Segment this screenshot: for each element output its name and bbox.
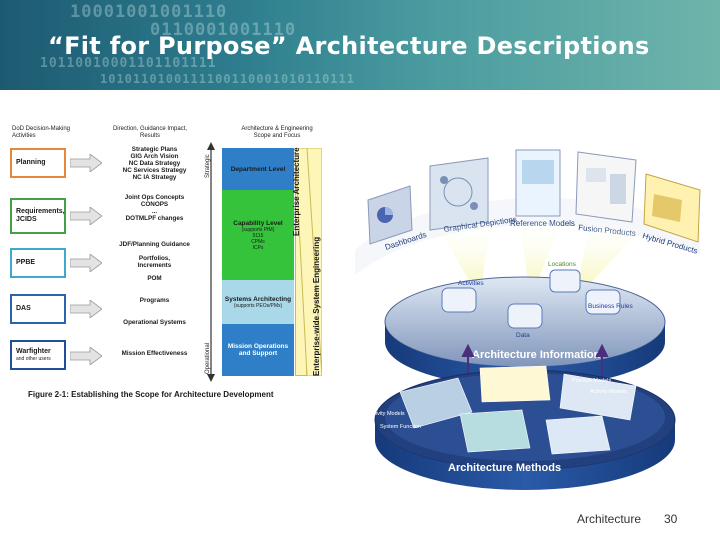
activity-planning: Planning [10,148,66,178]
level-department: Department Level [222,148,294,190]
arrow-icon [70,207,102,225]
level-systems-architecting: Systems Architecting(supports PEOs/PMs) [222,280,294,324]
label-data: Data [516,332,530,339]
method-thumbnails [399,365,637,455]
guidance-strategic-plans: Strategic Plans GIG Arch Vision NC Data … [122,146,187,181]
operational-label: Operational [205,342,211,374]
binary-pattern: 10001001001110 [70,2,228,22]
title-banner: 10001001001110 0110001001110 10110010001… [0,0,720,90]
activity-requirements: Requirements, JCIDS [10,198,66,234]
guidance-pom: POM [147,275,162,282]
guidance-operational-systems: Operational Systems [123,319,186,326]
product-panel-reference [515,149,561,217]
product-panel-hybrid [643,173,701,243]
strategic-operational-axis [207,142,215,382]
product-panel-fusion [575,151,637,223]
guidance-joint-ops: Joint Ops Concepts CONOPS ... DOTMLPF ch… [124,194,185,222]
slide-title: “Fit for Purpose” Architecture Descripti… [48,32,650,60]
page-number: 30 [664,512,678,526]
arrow-icon [70,347,102,365]
guidance-jdf: JDF/Planning Guidance [119,241,190,248]
enterprise-wedge [295,148,322,376]
arrow-icon [70,300,102,318]
binary-pattern: 10110010001101101111 [40,56,217,71]
label-activities: Activities [458,280,484,287]
label-system-function: System Function [380,424,421,430]
enterprise-architecture-label: Enterprise Architecture [292,147,301,236]
label-locations: Locations [548,261,577,268]
arrow-icon [70,154,102,172]
guidance-portfolios: Portfolios, Increments [137,255,172,269]
level-capability: Capability Level(supports PfM) 5115 CPMs… [222,190,294,280]
binary-pattern: 0110001001110 [150,20,297,40]
column-header-activities: DoD Decision-Making Activities [12,126,71,139]
arrow-icon [70,254,102,272]
strategic-label: Strategic [205,154,211,178]
product-panel-graphical [429,157,489,231]
tile-activities [441,287,477,313]
label-process-models: Process Models [572,378,611,384]
bottom-title: Architecture Methods [448,462,561,474]
tile-locations [549,269,581,293]
scope-figure: DoD Decision-Making Activities Direction… [10,126,330,402]
middle-title: Architecture Information [472,349,601,361]
label-activity-models-left: Activity Models [368,411,405,417]
footer-label: Architecture [577,512,642,526]
guidance-mission-effectiveness: Mission Effectiveness [121,350,188,357]
figure-caption: Figure 2-1: Establishing the Scope for A… [28,390,274,399]
guidance-programs: Programs [139,297,170,304]
column-header-guidance: Direction, Guidance Impact, Results [112,126,188,139]
activity-ppbe: PPBE [10,248,66,278]
enterprise-engineering-label: Enterprise-wide System Engineering [312,236,321,376]
architecture-illustration: Dashboards Graphical Depictions Referenc… [355,149,701,490]
product-panel-dashboards [367,185,413,245]
binary-pattern: 1010110100111100110001010110111 [100,72,355,86]
label-activity-models-right: Activity Models [590,389,627,395]
column-header-scope: Architecture & Engineering Scope and Foc… [241,126,313,139]
level-mission-operations: Mission Operations and Support [222,324,294,376]
activity-das: DAS [10,294,66,324]
tile-business-rules [585,289,621,315]
tile-data [507,303,543,329]
label-business-rules: Business Rules [588,303,634,310]
